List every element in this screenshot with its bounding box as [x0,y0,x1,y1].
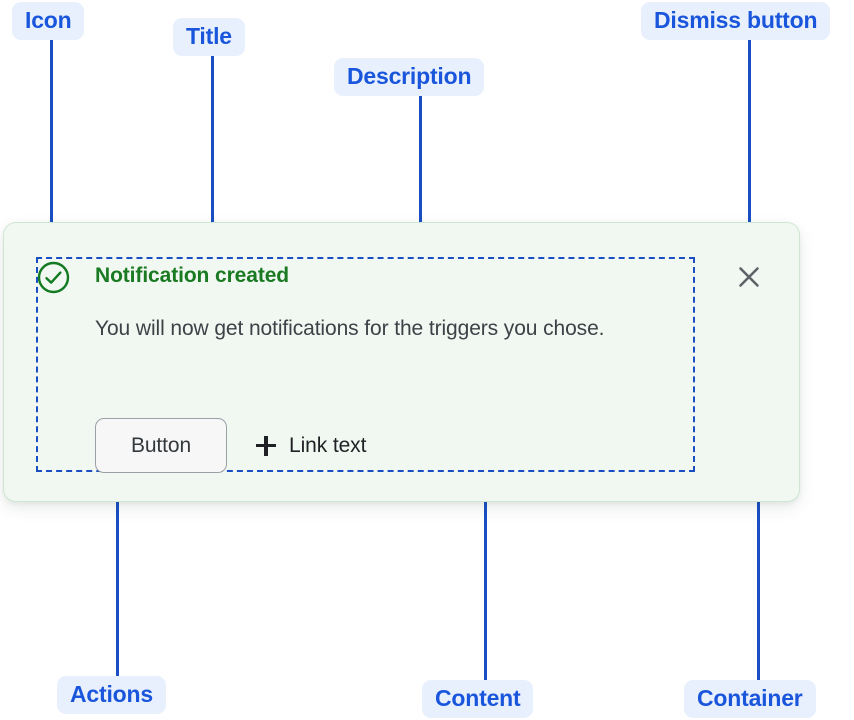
leader-line-content [484,471,487,680]
toast-actions: Button Link text [95,418,366,473]
annotation-label-icon: Icon [12,2,85,41]
annotation-label-title: Title [173,18,245,57]
close-icon [736,264,762,293]
leader-line-title [211,55,214,264]
annotation-label-container: Container [684,680,816,719]
toast-action-button[interactable]: Button [95,418,227,473]
annotation-label-dismiss-button: Dismiss button [641,2,831,41]
toast-action-link-label: Link text [289,433,367,457]
plus-icon [256,435,276,456]
leader-line-actions [116,471,119,676]
leader-line-description [419,95,422,303]
annotation-label-description: Description [334,58,485,97]
annotation-label-actions: Actions [57,676,166,715]
toast-title: Notification created [95,264,290,287]
toast-action-link[interactable]: Link text [256,434,366,458]
leader-line-icon [50,38,53,249]
leader-line-dismiss [748,38,751,249]
leader-line-container [757,471,760,680]
annotation-label-content: Content [422,680,534,719]
dismiss-button[interactable] [733,262,765,294]
check-circle-icon [37,261,70,294]
toast-description: You will now get notifications for the t… [95,317,605,340]
